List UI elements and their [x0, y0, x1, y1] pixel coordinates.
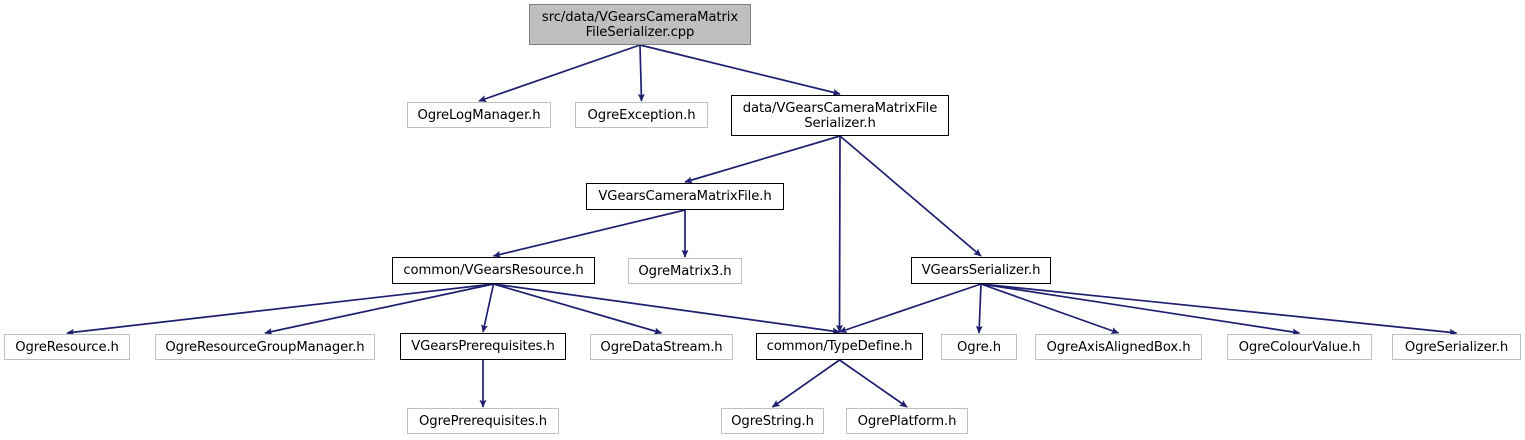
graph-node-ogreres[interactable]: OgreResource.h [4, 334, 130, 360]
graph-node-serializerh[interactable]: data/VGearsCameraMatrixFile Serializer.h [731, 95, 949, 136]
graph-edge-serializerh-to-typedefine [836, 135, 844, 333]
graph-node-matrixfile[interactable]: VGearsCameraMatrixFile.h [586, 183, 784, 210]
graph-edge-vserializer-to-typedefine [838, 283, 982, 334]
graph-edge-vserializer-to-colour [980, 283, 1301, 336]
graph-node-ogreh[interactable]: Ogre.h [941, 334, 1017, 360]
graph-edge-typedefine-to-ogreplat [839, 359, 908, 408]
graph-node-datastream[interactable]: OgreDataStream.h [590, 334, 733, 360]
graph-node-typedefine[interactable]: common/TypeDefine.h [756, 333, 923, 360]
graph-edge-resource-to-ogreres [66, 283, 494, 336]
graph-edge-vserializer-to-ogreserial [980, 283, 1458, 336]
graph-edge-matrixfile-to-resource [492, 209, 686, 258]
graph-edge-root-to-serializerh [639, 44, 841, 96]
graph-edge-serializerh-to-vserializer [839, 135, 982, 257]
graph-edge-root-to-exception [637, 44, 645, 102]
graph-node-ogrestring[interactable]: OgreString.h [721, 408, 824, 434]
graph-edge-vserializer-to-ogreh [975, 283, 983, 334]
graph-edge-resource-to-ogrergm [264, 283, 494, 335]
graph-node-ogreprereq[interactable]: OgrePrerequisites.h [407, 408, 559, 434]
graph-node-prereq[interactable]: VGearsPrerequisites.h [400, 333, 566, 360]
graph-node-resource[interactable]: common/VGearsResource.h [392, 257, 595, 284]
graph-node-vserializer[interactable]: VGearsSerializer.h [911, 257, 1051, 284]
graph-edge-serializerh-to-matrixfile [684, 135, 841, 184]
graph-edge-resource-to-prereq [481, 283, 495, 333]
graph-node-root[interactable]: src/data/VGearsCameraMatrix FileSerializ… [529, 4, 751, 45]
graph-node-ogrergm[interactable]: OgreResourceGroupManager.h [155, 334, 375, 360]
graph-edge-resource-to-typedefine [493, 283, 841, 335]
graph-node-ogreplat[interactable]: OgrePlatform.h [846, 408, 968, 434]
graph-node-exception[interactable]: OgreException.h [575, 102, 708, 128]
graph-node-logmanager[interactable]: OgreLogManager.h [407, 102, 551, 128]
graph-edge-root-to-logmanager [478, 44, 641, 102]
graph-edge-vserializer-to-aabb [980, 283, 1120, 334]
graph-node-aabb[interactable]: OgreAxisAlignedBox.h [1035, 334, 1202, 360]
graph-node-colour[interactable]: OgreColourValue.h [1227, 334, 1372, 360]
graph-node-ogreserial[interactable]: OgreSerializer.h [1392, 334, 1521, 360]
graph-node-matrix3[interactable]: OgreMatrix3.h [628, 258, 742, 284]
graph-edge-resource-to-datastream [493, 283, 663, 335]
graph-edge-typedefine-to-ogrestring [771, 359, 840, 408]
